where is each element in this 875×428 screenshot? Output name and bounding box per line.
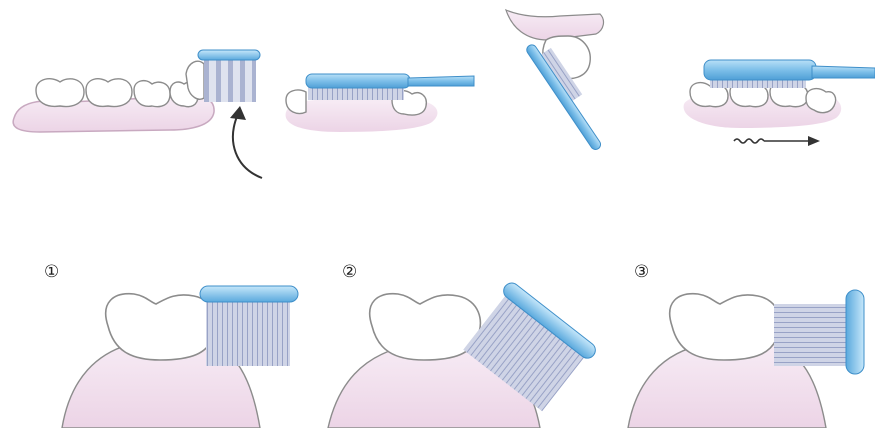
tooth-step-2: [370, 294, 481, 360]
vertical-toothbrush: [198, 50, 260, 102]
motion-arrow-head: [808, 136, 820, 146]
top-panel-front-teeth: [13, 50, 262, 178]
step-2-panel: ②: [328, 262, 599, 428]
motion-arrow-icon: [734, 139, 810, 143]
horizontal-toothbrush-b: [306, 74, 474, 100]
horizontal-toothbrush-d: [704, 60, 875, 88]
step-1-label: ①: [44, 262, 59, 282]
top-panel-inner-surface: [506, 10, 612, 151]
tooth-step-3: [670, 294, 781, 360]
toothbrush-step-3: [774, 290, 864, 374]
toothbrush-step-1: [200, 286, 298, 366]
gum-panel-c: [506, 10, 603, 40]
tooth-step-1: [106, 294, 217, 360]
top-panel-outer-surface: [286, 74, 474, 132]
lower-teeth-row: [36, 61, 204, 106]
curved-arrow-head: [230, 106, 246, 120]
step-3-panel: ③: [628, 262, 864, 428]
curved-arrow-icon: [233, 114, 262, 178]
step-2-label: ②: [342, 262, 357, 282]
top-panel-chewing-surface: [684, 60, 875, 146]
step-3-label: ③: [634, 262, 649, 282]
step-1-panel: ①: [44, 262, 298, 428]
